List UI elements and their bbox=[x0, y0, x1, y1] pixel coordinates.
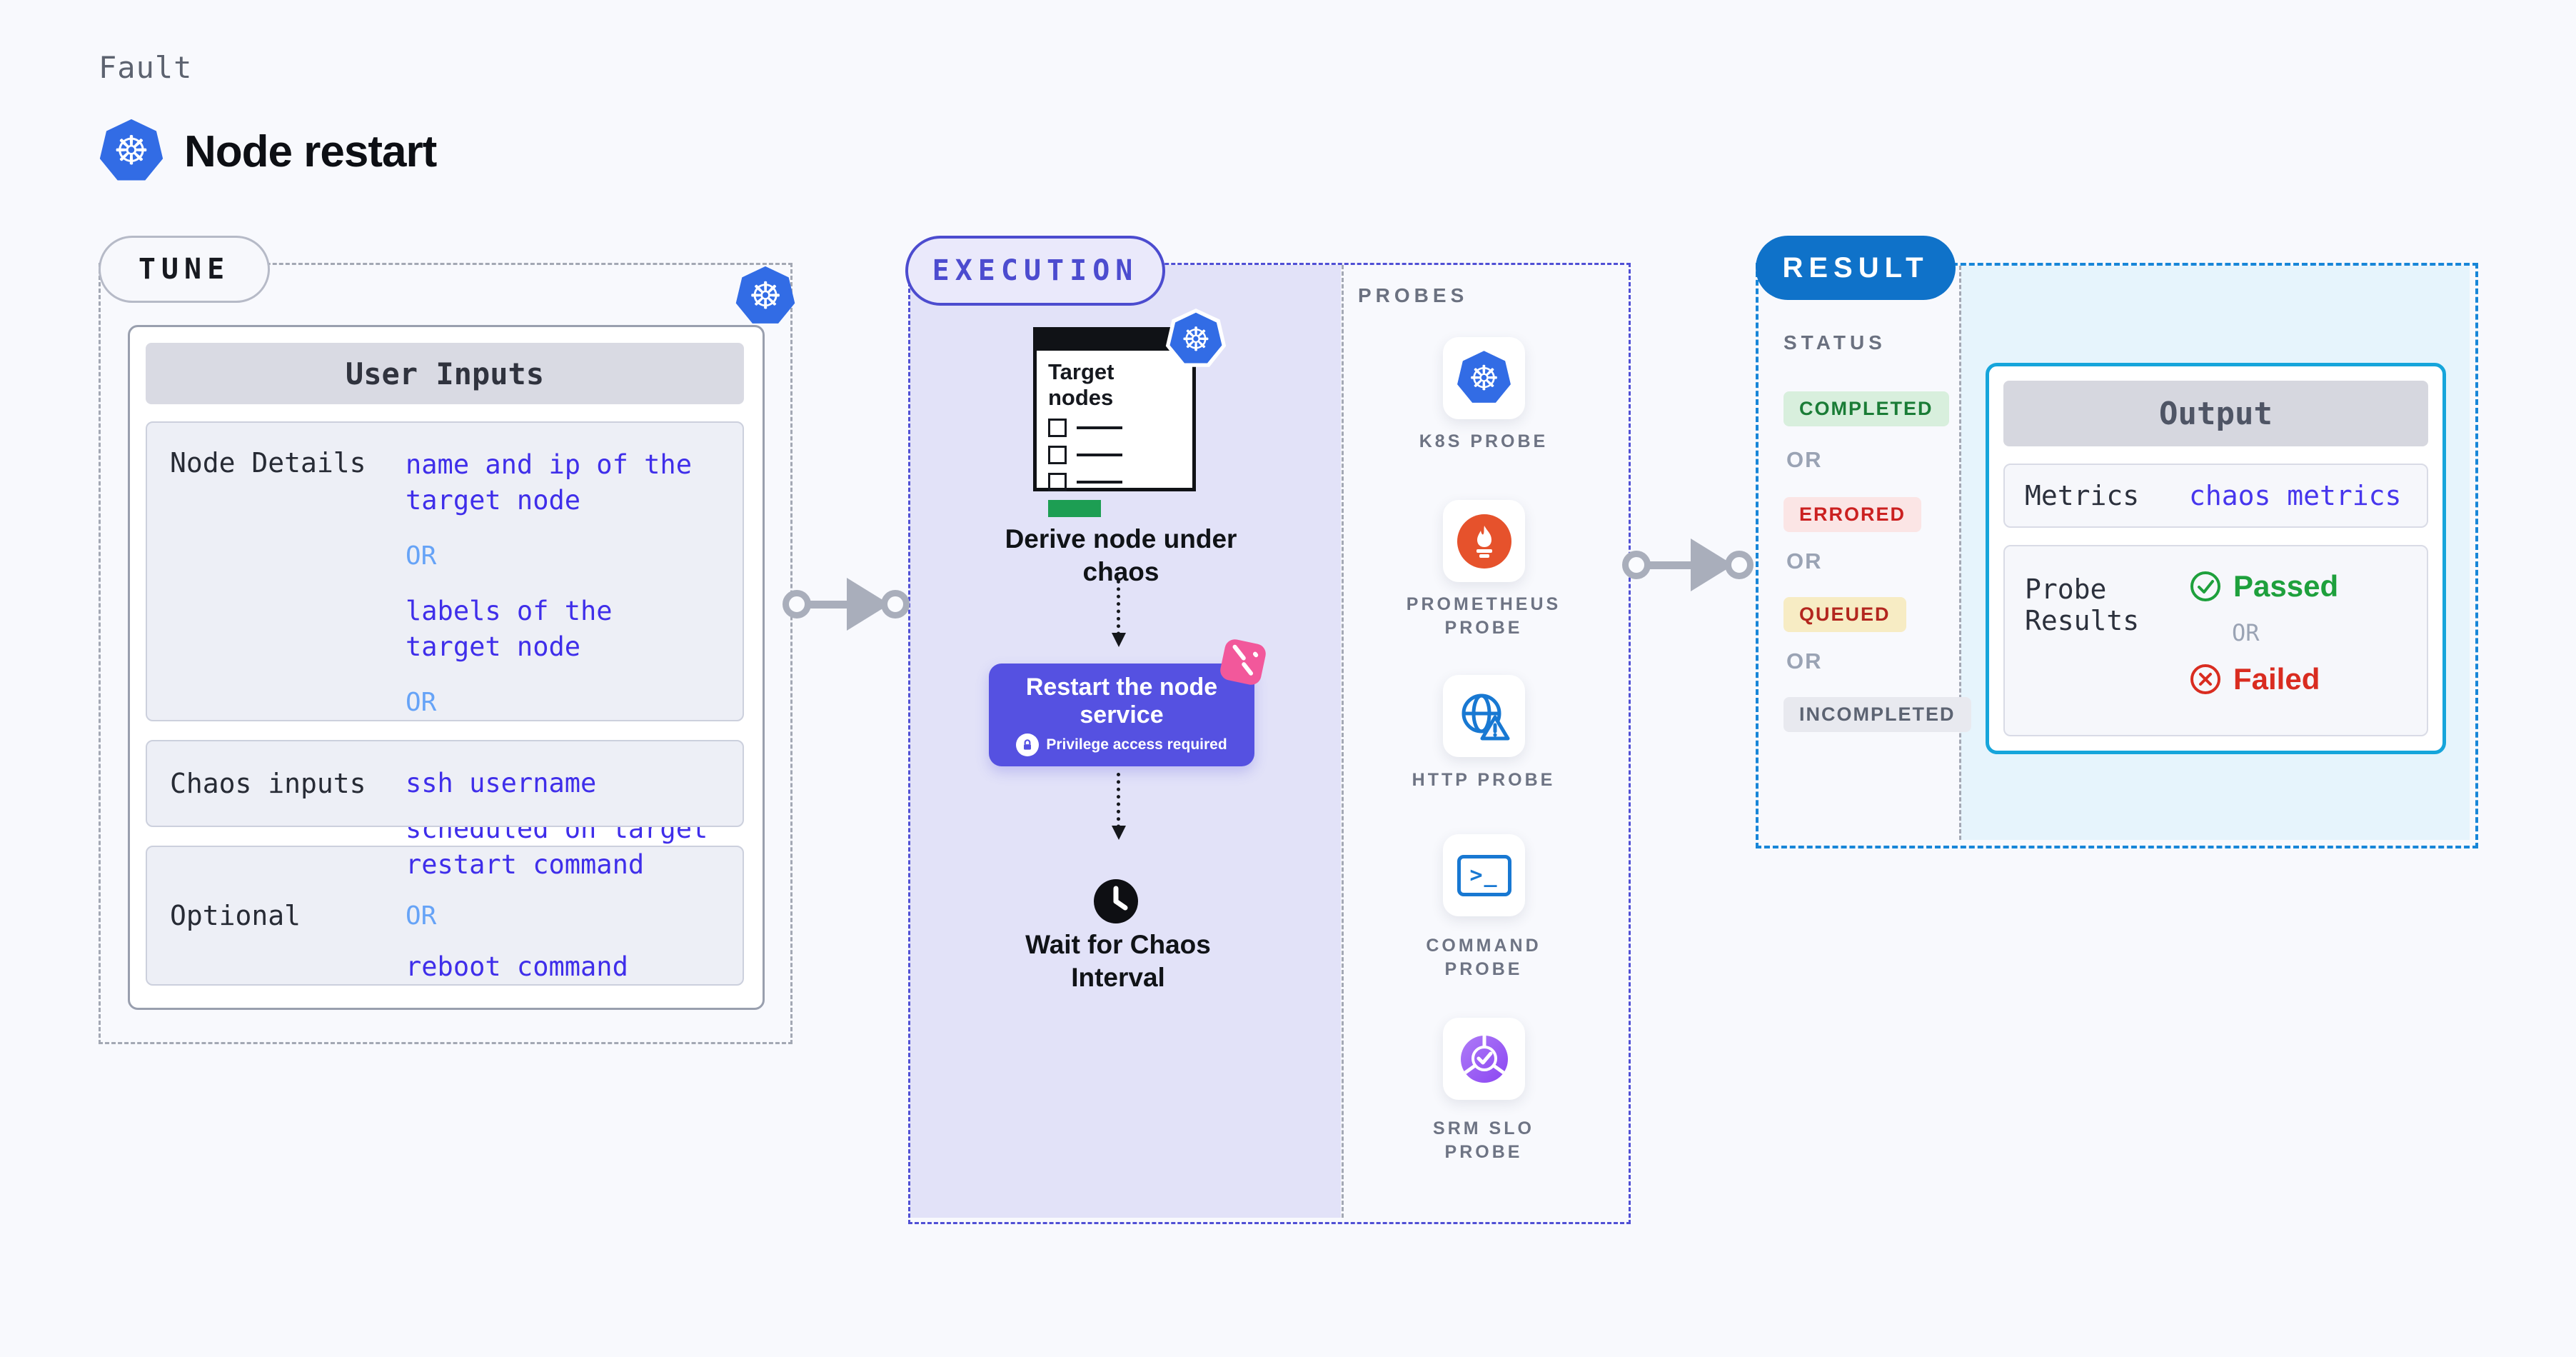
probe-label: HTTP PROBE bbox=[1412, 770, 1556, 790]
probe-card-k8s: ☸ bbox=[1443, 337, 1525, 419]
row-value: ssh username bbox=[406, 768, 597, 799]
arrow-endpoint bbox=[881, 590, 910, 619]
row-value: restart command bbox=[406, 848, 645, 880]
output-header: Output bbox=[2003, 381, 2428, 446]
kubernetes-wheel-glyph: ☸ bbox=[1181, 320, 1211, 359]
status-badge-queued: QUEUED bbox=[1783, 597, 1906, 632]
output-card: Output Metrics chaos metrics Probe Resul… bbox=[1986, 363, 2446, 754]
node-row bbox=[1048, 473, 1192, 492]
action-title: Restart the node service bbox=[1025, 673, 1218, 728]
user-inputs-header: User Inputs bbox=[146, 343, 744, 404]
row-label: Optional bbox=[170, 900, 301, 931]
card-titlebar bbox=[1037, 331, 1192, 351]
flow-arrow-down bbox=[1112, 580, 1126, 647]
flow-arrow-execution-to-result bbox=[1622, 539, 1754, 591]
probes-divider bbox=[1342, 265, 1344, 1218]
table-row-chaos-inputs: Chaos inputs ssh username bbox=[146, 740, 744, 827]
kubernetes-wheel-glyph: ☸ bbox=[113, 128, 150, 174]
metrics-row: Metrics chaos metrics bbox=[2003, 464, 2428, 528]
flow-arrow-down bbox=[1112, 773, 1126, 840]
probe-card-srm-slo bbox=[1443, 1018, 1525, 1100]
page-title-row: ☸ Node restart bbox=[99, 119, 437, 184]
probe-card-http bbox=[1443, 675, 1525, 757]
check-circle-icon bbox=[2190, 571, 2220, 601]
table-row-node-details: Node Details name and ip of the target n… bbox=[146, 421, 744, 880]
status-title: STATUS bbox=[1783, 331, 1886, 354]
kubernetes-wheel-glyph: ☸ bbox=[748, 275, 783, 318]
table-row-optional: Optional restart command OR reboot comma… bbox=[146, 846, 744, 986]
metrics-label: Metrics bbox=[2025, 480, 2140, 511]
derive-node-caption: Derive node under chaos bbox=[1005, 524, 1237, 587]
kubernetes-wheel-glyph: ☸ bbox=[1468, 358, 1500, 399]
or-label: OR bbox=[406, 901, 437, 931]
row-value: name and ip of the target node bbox=[406, 449, 692, 516]
prometheus-icon bbox=[1456, 514, 1511, 569]
progress-bar bbox=[1048, 500, 1101, 518]
checkbox-icon bbox=[1048, 473, 1067, 492]
restart-node-service-button: Restart the node service Privilege acces… bbox=[989, 664, 1254, 766]
probe-label: K8S PROBE bbox=[1419, 431, 1549, 451]
kubernetes-icon: ☸ bbox=[735, 266, 795, 324]
http-probe-icon bbox=[1461, 693, 1509, 740]
row-label: Chaos inputs bbox=[170, 768, 366, 799]
row-label: Node Details bbox=[170, 447, 366, 479]
target-nodes-title: Target nodes bbox=[1048, 359, 1115, 410]
or-label: OR bbox=[406, 541, 437, 571]
status-badge-incompleted: INCOMPLETED bbox=[1783, 697, 1971, 732]
tune-section-box bbox=[99, 263, 793, 1044]
probe-results-row: Probe Results Passed OR Faile bbox=[2003, 545, 2428, 736]
probe-label: PROMETHEUS PROBE bbox=[1406, 594, 1561, 638]
target-nodes-card: Target nodes bbox=[1033, 327, 1196, 518]
result-divider bbox=[1959, 266, 1961, 840]
clock-icon bbox=[1092, 878, 1139, 928]
arrow-endpoint bbox=[783, 590, 811, 619]
lock-icon bbox=[1016, 733, 1040, 757]
checkbox-icon bbox=[1048, 419, 1067, 438]
srm-slo-probe-icon bbox=[1460, 1035, 1508, 1083]
or-label: OR bbox=[1786, 649, 1823, 674]
privilege-note: Privilege access required bbox=[1046, 736, 1227, 753]
node-row bbox=[1048, 446, 1192, 465]
or-label: OR bbox=[1786, 447, 1823, 472]
arrow-endpoint bbox=[1725, 551, 1754, 579]
user-inputs-table: User Inputs Node Details name and ip of … bbox=[128, 325, 765, 1010]
row-value: reboot command bbox=[406, 951, 628, 982]
or-label: OR bbox=[406, 687, 437, 717]
k8s-probe-icon: ☸ bbox=[1457, 351, 1511, 403]
arrow-endpoint bbox=[1622, 551, 1651, 579]
tune-pill: TUNE bbox=[99, 236, 270, 303]
execution-pill: EXECUTION bbox=[905, 236, 1165, 306]
command-probe-icon: >_ bbox=[1456, 854, 1511, 896]
probe-card-prometheus bbox=[1443, 500, 1525, 582]
passed-label: Passed bbox=[2233, 569, 2339, 603]
probe-results-label: Probe Results bbox=[2025, 574, 2140, 636]
result-pill: RESULT bbox=[1756, 236, 1956, 300]
metrics-value: chaos metrics bbox=[2189, 480, 2402, 511]
prompt-glyph: >_ bbox=[1469, 863, 1499, 888]
node-row bbox=[1048, 419, 1192, 438]
chaos-badge-icon bbox=[1218, 637, 1268, 687]
x-circle-icon bbox=[2190, 664, 2220, 694]
kubernetes-badge: ☸ bbox=[1165, 309, 1227, 367]
probe-label: SRM SLO PROBE bbox=[1433, 1118, 1534, 1162]
or-label: OR bbox=[1786, 549, 1823, 574]
probes-title: PROBES bbox=[1358, 284, 1469, 306]
or-label: OR bbox=[2232, 619, 2260, 646]
execution-section-box bbox=[908, 263, 1631, 1224]
result-section-box bbox=[1756, 263, 2478, 848]
flow-arrow-tune-to-execution bbox=[783, 578, 910, 631]
checkbox-icon bbox=[1048, 446, 1067, 465]
status-badge-errored: ERRORED bbox=[1783, 497, 1922, 532]
probe-label: COMMAND PROBE bbox=[1426, 936, 1541, 979]
fault-eyebrow: Fault bbox=[99, 50, 193, 85]
page-title: Node restart bbox=[184, 126, 437, 176]
failed-label: Failed bbox=[2233, 662, 2320, 696]
kubernetes-icon: ☸ bbox=[99, 119, 163, 181]
status-badge-completed: COMPLETED bbox=[1783, 391, 1949, 426]
wait-caption: Wait for Chaos Interval bbox=[1025, 930, 1211, 993]
row-value: labels of the target node bbox=[406, 595, 613, 662]
probe-card-command: >_ bbox=[1443, 834, 1525, 916]
